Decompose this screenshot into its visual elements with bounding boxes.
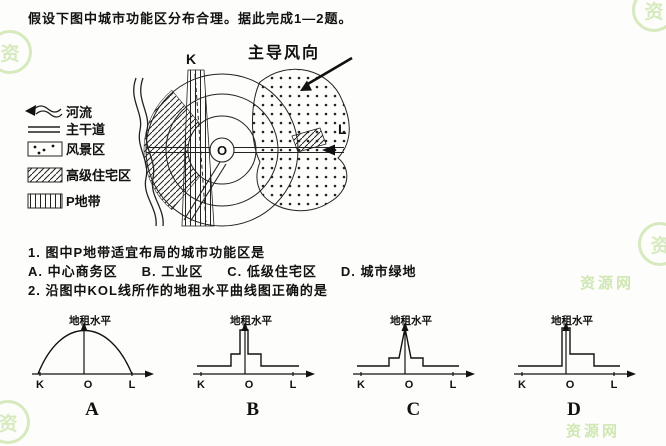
chart-option-b: 地租水平 K O L B [183,314,323,421]
chart-b-tick-o: O [244,379,253,391]
chart-a-tick-l: L [129,379,136,391]
legend: 河流 主干道 风景区 高级住宅区 P地带 [25,105,131,209]
question-2: 2. 沿图中KOL线所作的地租水平曲线图正确的是 [28,280,328,299]
chart-option-c: 地租水平 K O L C [343,314,483,421]
legend-road-icon [28,126,60,133]
chart-a-tick-k: K [36,379,44,391]
city-diagram: O K L 主导风向 河流 主干道 [25,43,353,227]
wind-label: 主导风向 [248,43,320,62]
chart-c-tick-k: K [357,379,365,391]
legend-residential-label: 高级住宅区 [66,168,131,183]
chart-d-ylabel: 地租水平 [551,314,593,327]
main-roads [146,146,344,223]
chart-b-tick-l: L [289,379,296,391]
watermark-stamp: 资 [638,222,666,266]
chart-b-ylabel: 地租水平 [230,314,272,327]
legend-road-label: 主干道 [66,122,105,137]
chart-c-letter: C [406,399,421,420]
option-b: B. 工业区 [141,264,204,279]
chart-c-tick-l: L [450,379,457,391]
chart-b-plot: 地租水平 K O L [192,314,315,391]
answer-charts: 地租水平 K O L A 地租水平 [22,314,644,421]
chart-c-plot: 地租水平 K O L [353,314,476,391]
watermark-text: 资源网 [580,275,635,292]
p-zone-road-dashed [194,73,207,223]
legend-residential-icon [27,167,63,183]
legend-river-icon [25,105,63,118]
chart-a-tick-o: O [84,379,93,391]
chart-a-plot: 地租水平 K O L [32,314,154,391]
chart-d-curve [517,327,620,367]
label-k: K [186,51,196,67]
question-1: 1. 图中P地带适宜布局的城市功能区是 [28,242,265,261]
chart-c-curve [357,327,460,367]
city-figure: O K L 主导风向 河流 主干道 [8,30,468,244]
label-o: O [217,143,227,158]
chart-d-axes [513,322,636,378]
option-a: A. 中心商务区 [28,264,118,279]
watermark-char: 资 [644,1,664,23]
chart-d-tick-k: K [518,379,526,391]
river [133,77,164,227]
chart-a-ylabel: 地租水平 [69,314,111,327]
legend-pzone-icon [27,193,63,209]
chart-d-plot: 地租水平 K O L [513,314,636,391]
chart-b-tick-k: K [197,379,205,391]
legend-river-label: 河流 [66,105,92,120]
watermark-text: 资源网 [566,423,621,440]
question-1-text: 图中P地带适宜布局的城市功能区是 [45,245,266,260]
label-l: L [338,121,347,137]
wind-arrow [300,56,353,91]
question-1-number: 1. [28,245,41,260]
chart-b-curve [196,329,299,367]
chart-option-a: 地租水平 K O L A [22,314,162,421]
option-c: C. 低级住宅区 [227,264,317,279]
chart-c-axes [353,322,476,378]
residential-hatch-parcel [291,127,327,153]
chart-c-tick-o: O [405,379,414,391]
question-2-number: 2. [28,283,41,298]
chart-a-letter: A [85,399,99,420]
chart-c-ylabel: 地租水平 [390,314,432,327]
chart-b-axes [192,322,315,378]
chart-d-letter: D [567,399,581,420]
option-d: D. 城市绿地 [340,264,417,279]
watermark-char: 资 [650,235,666,257]
chart-a-curve [37,329,133,375]
chart-d-tick-o: O [566,379,575,391]
legend-scenic-icon [27,141,63,157]
chart-d-tick-l: L [611,379,618,391]
chart-a-axes [32,322,154,378]
chart-b-letter: B [246,399,259,420]
chart-option-d: 地租水平 K O L D [504,314,644,421]
legend-pzone-label: P地带 [66,194,101,209]
intro-text: 假设下图中城市功能区分布合理。据此完成1—2题。 [28,11,353,26]
road-arrow-l [322,144,335,156]
question-1-options: A. 中心商务区 B. 工业区 C. 低级住宅区 D. 城市绿地 [28,261,417,280]
city-center [209,137,235,163]
watermark-char: 资 [0,413,18,435]
watermark-stamp: 资 [632,0,666,32]
legend-scenic-label: 风景区 [66,142,105,157]
question-2-text: 沿图中KOL线所作的地租水平曲线图正确的是 [45,283,328,298]
